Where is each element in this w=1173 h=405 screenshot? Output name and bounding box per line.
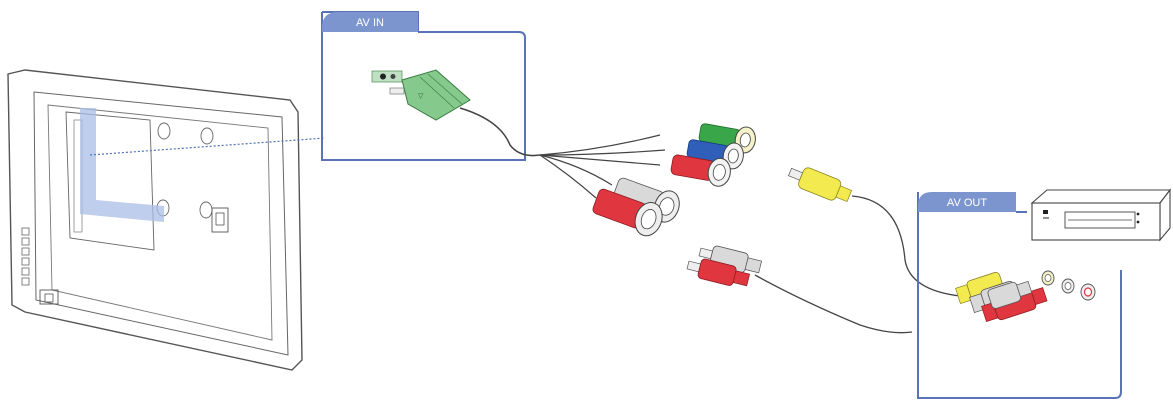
leader-line xyxy=(89,137,326,156)
av-jack-socket xyxy=(371,70,403,83)
composite-video-cable xyxy=(851,195,961,297)
audio-connectors-left xyxy=(592,177,680,237)
av-out-jacks xyxy=(1041,270,1096,301)
av-in-tab xyxy=(322,12,418,32)
port-highlight xyxy=(80,108,164,222)
composite-video-connector xyxy=(788,167,853,202)
av-jack-plug: ▽ xyxy=(389,69,471,121)
av-in-label: AV IN xyxy=(356,17,384,29)
composite-audio-plugs xyxy=(686,245,763,287)
av-out-plugs xyxy=(955,271,1048,323)
av-out-panel: AV OUT xyxy=(917,192,1122,399)
svg-text:▽: ▽ xyxy=(418,93,424,100)
av-out-label: AV OUT xyxy=(947,197,987,209)
component-cable xyxy=(670,123,756,187)
composite-audio-cable xyxy=(754,274,913,334)
jack-cable xyxy=(459,107,541,157)
av-in-panel: AV IN xyxy=(321,11,526,161)
split-cables xyxy=(539,134,666,199)
dvd-player-icon xyxy=(1030,188,1172,242)
av-out-tab xyxy=(918,192,1016,212)
